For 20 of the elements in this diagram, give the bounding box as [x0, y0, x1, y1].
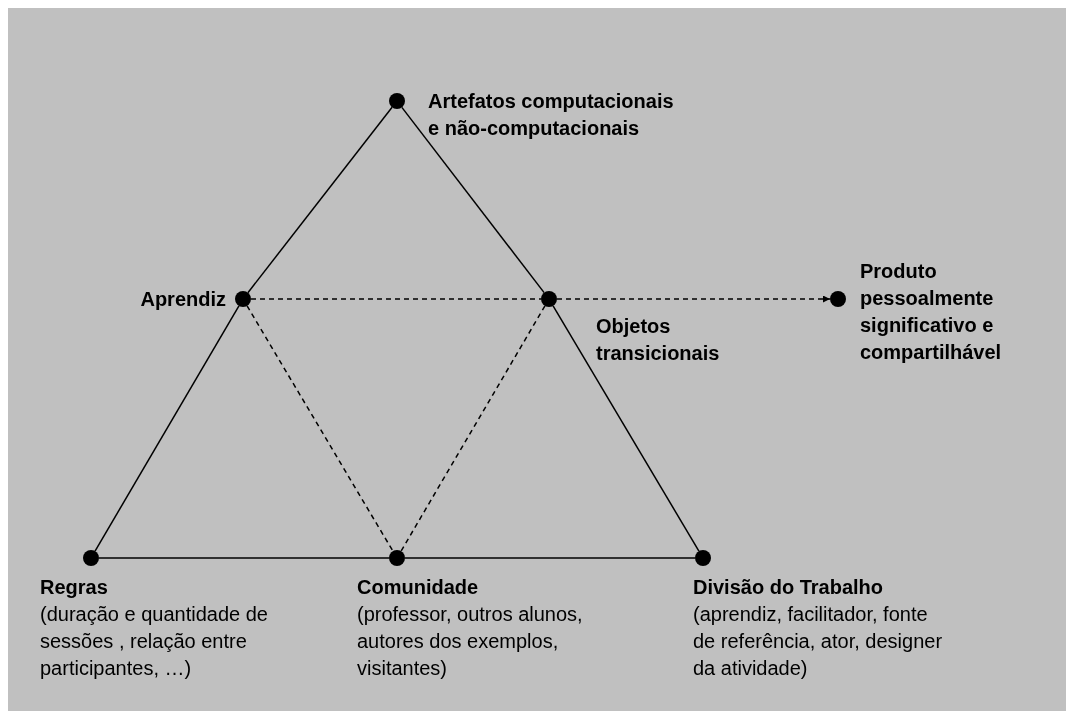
node-label: Produto pessoalmente significativo e compartilhável	[860, 259, 1003, 365]
node-description: (professor, outros alunos, autores dos exemplos, visitantes)	[357, 602, 584, 681]
connector-line	[401, 106, 545, 294]
connector-line	[250, 298, 542, 300]
arrow	[556, 295, 831, 303]
node-label: Objetos transicionais	[596, 314, 721, 366]
node-label: Comunidade	[357, 575, 480, 600]
connector-line	[246, 305, 394, 552]
node-description: (aprendiz, facilitador, fonte de referência, ator, designer da atividade)	[693, 602, 944, 681]
node-label: Artefatos computacionais e não-computacionais	[428, 89, 675, 141]
node-description: (duração e quantidade de sessões , relação entre participantes, …)	[40, 602, 269, 681]
node-label: Aprendiz	[140, 287, 226, 312]
node-label: Regras	[40, 575, 109, 600]
connector-line	[94, 305, 240, 552]
connector-line	[404, 557, 696, 559]
connector-line	[400, 305, 546, 552]
connector-line	[552, 305, 700, 552]
node-label: Divisão do Trabalho	[693, 575, 885, 600]
connector-line	[98, 557, 390, 559]
connector-line	[247, 106, 393, 294]
